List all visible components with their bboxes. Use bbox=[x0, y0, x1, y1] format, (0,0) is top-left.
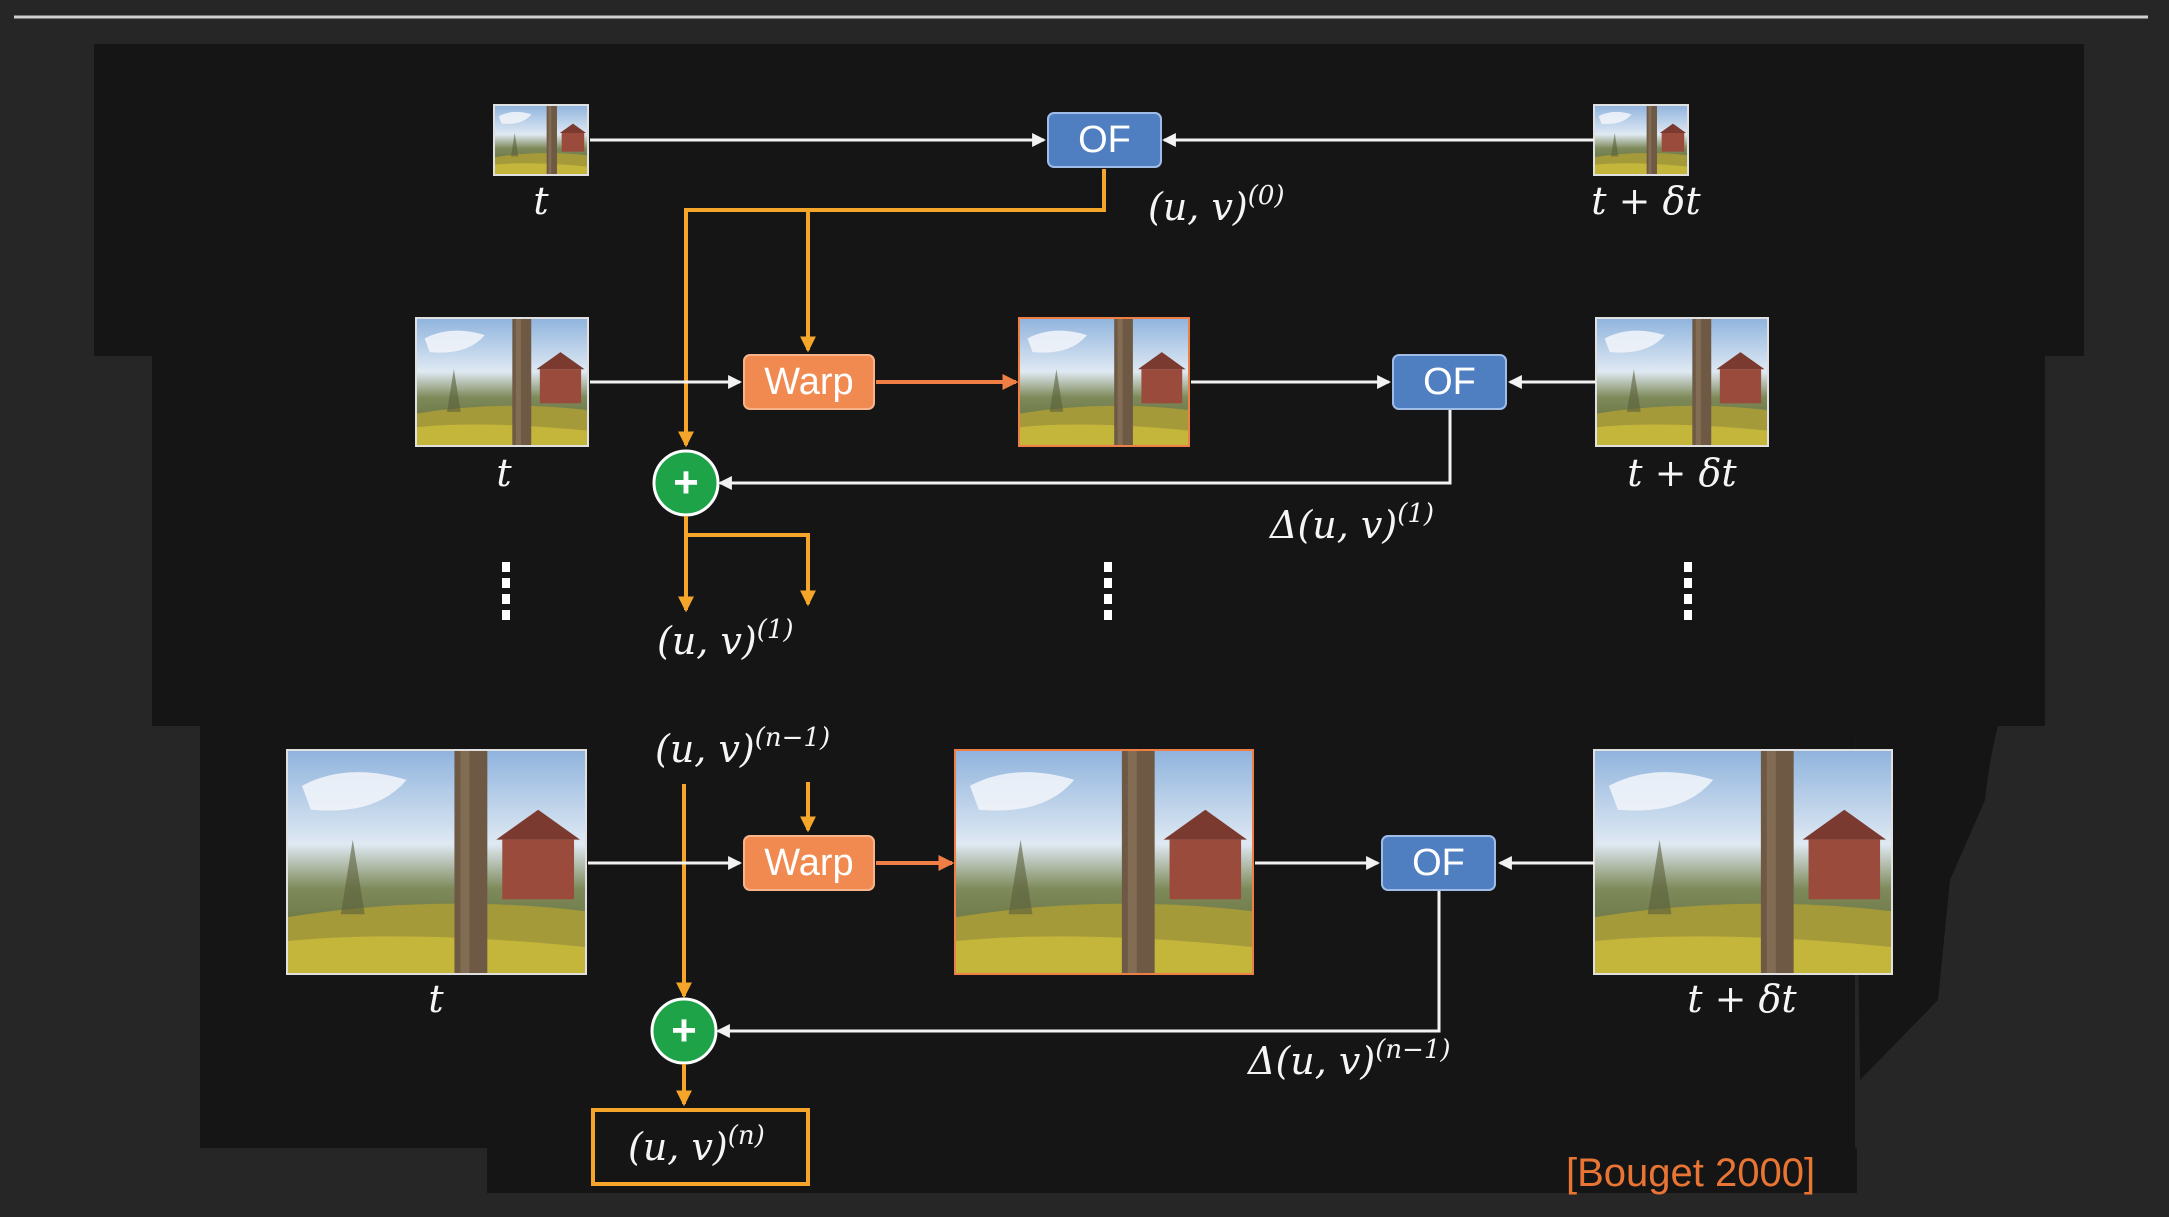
frame-border-t-level1 bbox=[415, 317, 589, 447]
citation: [Bouget 2000] bbox=[1566, 1151, 1815, 1195]
plus-symbol-leveln: + bbox=[671, 1006, 697, 1055]
flow-label-level0: (u, v)(0) bbox=[1148, 181, 1285, 229]
frame-image-tdt-level0 bbox=[1594, 105, 1688, 175]
frame-image-warped-level1 bbox=[1019, 318, 1189, 446]
level-n: (u, v)(n−1) Warp OF + (u, v)(n) t t + δt… bbox=[286, 723, 1893, 1186]
output-label-leveln: (u, v)(n) bbox=[628, 1121, 765, 1169]
of-box-level1 bbox=[1392, 354, 1507, 410]
level-0: OF t t + δt (u, v)(0) bbox=[493, 104, 1701, 229]
plus-node-level1 bbox=[652, 449, 720, 517]
warp-label-level1: Warp bbox=[764, 361, 853, 403]
frame-label-t-level1: t bbox=[496, 451, 512, 495]
plus-symbol-level1: + bbox=[673, 458, 699, 507]
of-label-level0: OF bbox=[1078, 119, 1131, 161]
of-label-leveln: OF bbox=[1412, 842, 1465, 884]
delta-label-leveln: Δ(u, v)(n−1) bbox=[1246, 1035, 1451, 1083]
warp-label-leveln: Warp bbox=[764, 842, 853, 884]
plus-node-leveln bbox=[650, 997, 718, 1065]
level-ellipsis bbox=[502, 562, 1692, 620]
arrow-of-delta-to-plus-leveln bbox=[715, 891, 1441, 1038]
upsampled-flow-arrows bbox=[678, 169, 1106, 448]
of-label-level1: OF bbox=[1423, 361, 1476, 403]
input-flow-label-leveln: (u, v)(n−1) bbox=[655, 723, 830, 771]
warp-box-level1 bbox=[743, 354, 875, 410]
frame-label-tdt-leveln: t + δt bbox=[1687, 977, 1797, 1021]
output-box-leveln bbox=[591, 1108, 810, 1186]
frame-image-t-level0 bbox=[494, 105, 588, 175]
frame-image-tdt-leveln bbox=[1594, 750, 1892, 974]
of-box-level0 bbox=[1047, 112, 1162, 168]
ellipsis-left bbox=[502, 562, 510, 620]
frame-border-warped-level1 bbox=[1018, 317, 1190, 447]
arrow-of-delta-to-plus-level1 bbox=[717, 410, 1452, 490]
ellipsis-middle bbox=[1104, 562, 1112, 620]
frame-image-t-leveln bbox=[287, 750, 586, 974]
frame-border-warped-leveln bbox=[954, 749, 1254, 975]
arrow-plus-to-next-level1 bbox=[686, 533, 816, 607]
frame-label-tdt-level0: t + δt bbox=[1591, 179, 1701, 223]
frame-border-t-level0 bbox=[493, 104, 589, 176]
output-label-level1: (u, v)(1) bbox=[657, 615, 794, 663]
ellipsis-right bbox=[1684, 562, 1692, 620]
frame-label-tdt-level1: t + δt bbox=[1627, 451, 1737, 495]
delta-label-level1: Δ(u, v)(1) bbox=[1268, 499, 1434, 547]
level-1: Warp OF + t t + δt Δ(u, v)(1) (u, v)(1) bbox=[415, 317, 1769, 663]
frame-label-t-level0: t bbox=[533, 179, 549, 223]
of-box-leveln bbox=[1381, 835, 1496, 891]
frame-label-t-leveln: t bbox=[428, 977, 444, 1021]
frame-image-warped-leveln bbox=[955, 750, 1253, 974]
warp-box-leveln bbox=[743, 835, 875, 891]
frame-image-t-level1 bbox=[416, 318, 588, 446]
frame-image-tdt-level1 bbox=[1596, 318, 1768, 446]
flow-to-plus-level1 bbox=[678, 169, 1106, 448]
frame-border-t-leveln bbox=[286, 749, 587, 975]
